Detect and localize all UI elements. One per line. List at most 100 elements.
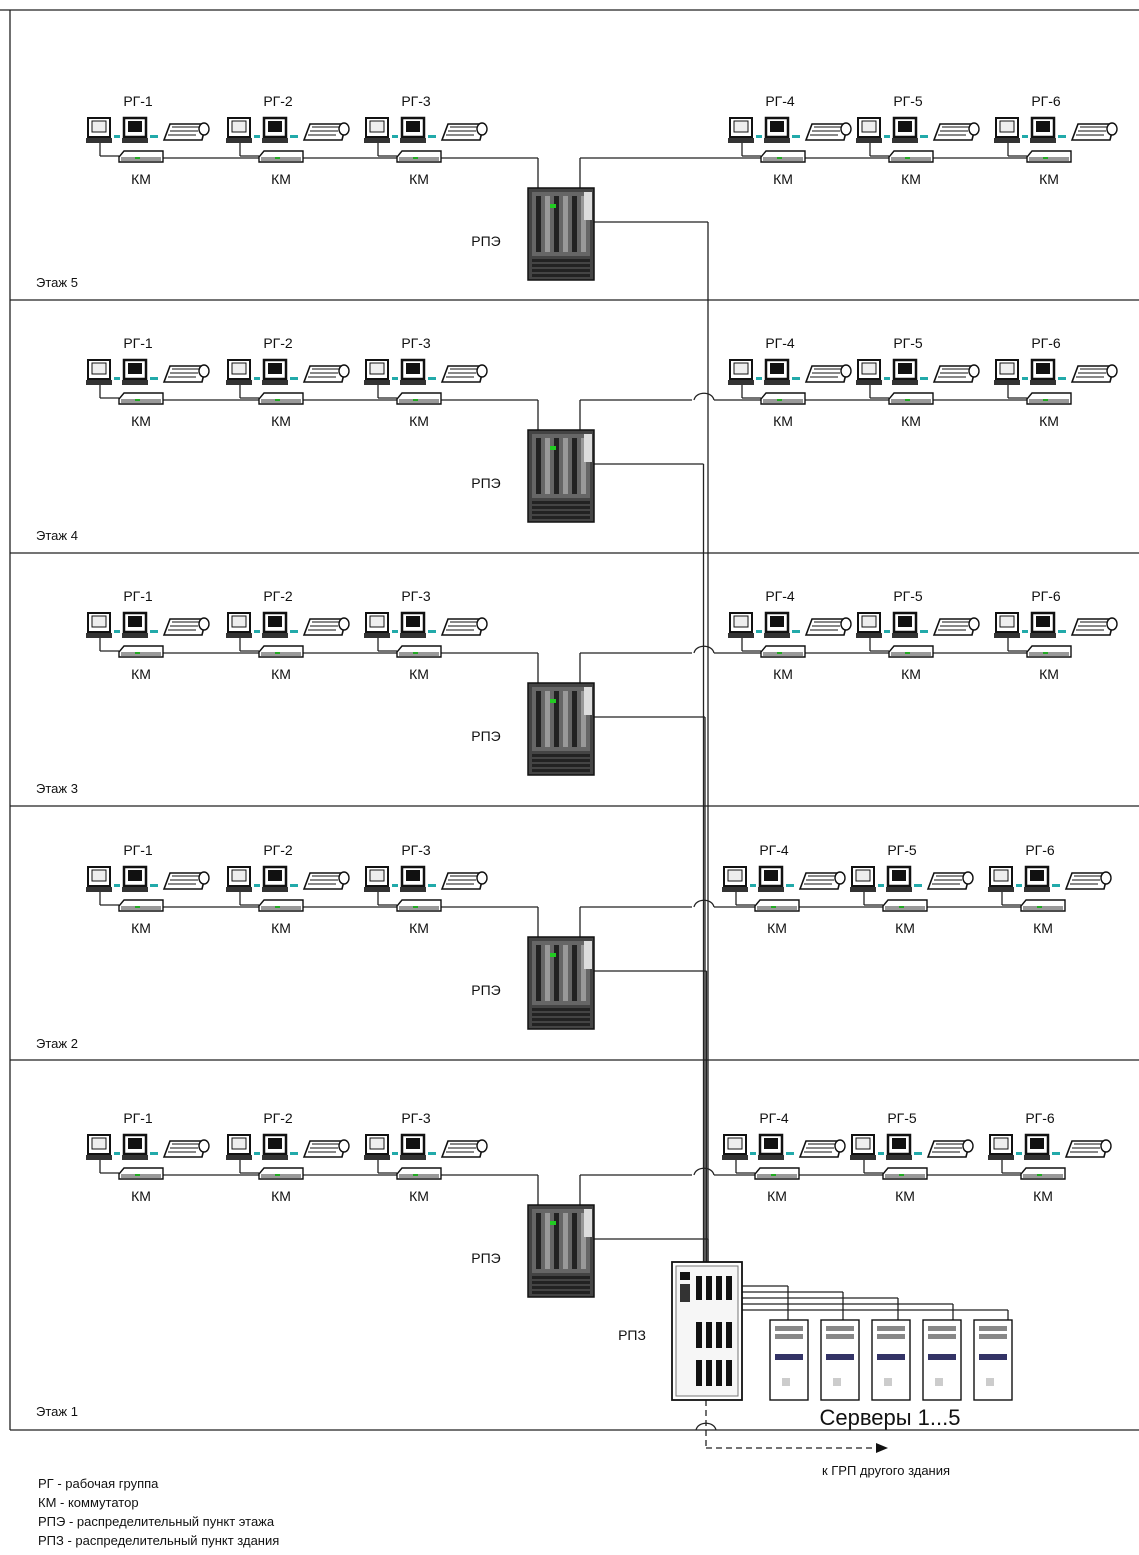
link-led	[392, 135, 398, 138]
floor-group	[86, 1133, 1112, 1298]
workgroup-label: РГ-4	[759, 842, 789, 858]
printer-lines	[446, 368, 478, 378]
printer-icon	[440, 1139, 488, 1158]
floor-group	[86, 611, 1118, 776]
printer-lines	[932, 875, 964, 885]
printer-lines	[1070, 1143, 1102, 1153]
switch-front	[1023, 1174, 1063, 1178]
pc-base	[988, 1155, 1014, 1160]
rack-card	[581, 438, 586, 494]
rack-slot	[532, 1286, 590, 1289]
building-rack-block	[706, 1322, 712, 1348]
printer-roll	[834, 871, 846, 885]
link-led	[150, 377, 158, 380]
rack-slot	[532, 506, 590, 509]
link-led	[392, 1152, 398, 1155]
rack-panel	[532, 434, 590, 498]
switch-label: КМ	[1039, 413, 1059, 429]
switch-label: КМ	[895, 1188, 915, 1204]
pc-screen	[898, 363, 912, 374]
workgroup	[86, 116, 210, 163]
switch-label: КМ	[901, 171, 921, 187]
switch-label: КМ	[767, 920, 787, 936]
server-bay	[979, 1354, 1007, 1360]
printer-roll	[1106, 364, 1118, 378]
legend-item: РГ - рабочая группа	[38, 1476, 159, 1491]
workgroup	[856, 116, 980, 163]
pc-base	[758, 1155, 784, 1160]
labels: Этаж 5РГ-1КМРГ-2КМРГ-3КМРГ-4КМРГ-5КМРГ-6…	[36, 93, 1061, 1548]
workgroup-label: РГ-5	[893, 93, 923, 109]
workgroup	[364, 1133, 488, 1180]
printer-roll	[476, 617, 488, 631]
printer-lines	[446, 875, 478, 885]
pc-screen	[231, 615, 247, 628]
rack-card	[536, 691, 541, 747]
floor-point-label: РПЭ	[471, 982, 500, 998]
printer-icon	[804, 364, 852, 383]
rack-card	[572, 438, 577, 494]
workgroup-label: РГ-5	[887, 1110, 917, 1126]
printer-lines	[446, 126, 478, 136]
link-led	[1022, 377, 1028, 380]
pc-screen	[892, 1138, 906, 1149]
switch-front	[261, 157, 301, 161]
switch-label: КМ	[131, 171, 151, 187]
printer-icon	[302, 617, 350, 636]
switch-label: КМ	[131, 1188, 151, 1204]
workgroup	[226, 611, 350, 658]
switch-front	[399, 906, 439, 910]
floor-label: Этаж 5	[36, 275, 78, 290]
switch-led	[135, 157, 140, 159]
workgroup	[988, 865, 1112, 912]
switch-led	[413, 906, 418, 908]
workgroup	[728, 611, 852, 658]
rack-card	[572, 945, 577, 1001]
rack-card	[554, 1213, 559, 1269]
server-bay	[775, 1354, 803, 1360]
building-rack-block	[716, 1360, 722, 1386]
printer-roll	[198, 122, 210, 136]
pc-base	[226, 887, 252, 892]
workgroup-label: РГ-1	[123, 588, 153, 604]
workgroup-label: РГ-1	[123, 842, 153, 858]
workgroup	[226, 358, 350, 405]
rack-card	[536, 196, 541, 252]
printer-icon	[440, 617, 488, 636]
server-bay	[979, 1334, 1007, 1339]
printer-roll	[198, 364, 210, 378]
rack-card	[572, 196, 577, 252]
building-rack-block	[706, 1276, 712, 1300]
pc-base	[994, 380, 1020, 385]
rack-panel	[532, 941, 590, 1005]
switch-led	[777, 399, 782, 401]
pc-screen	[231, 1137, 247, 1150]
servers-label: Серверы 1...5	[819, 1405, 960, 1430]
workgroup-label: РГ-3	[401, 93, 431, 109]
printer-lines	[168, 1143, 200, 1153]
workgroup-label: РГ-1	[123, 1110, 153, 1126]
printer-icon	[440, 871, 488, 890]
pc-base	[400, 633, 426, 638]
printer-lines	[1070, 875, 1102, 885]
pc-screen	[855, 869, 871, 882]
link-led	[290, 135, 298, 138]
link-led	[392, 884, 398, 887]
link-led	[254, 630, 260, 633]
pc-screen	[898, 121, 912, 132]
rack-card	[536, 1213, 541, 1269]
pc-screen	[369, 869, 385, 882]
switch-label: КМ	[271, 413, 291, 429]
link-led	[254, 377, 260, 380]
pc-screen	[727, 1137, 743, 1150]
switch-led	[275, 399, 280, 401]
wiring	[99, 143, 1037, 1453]
pc-screen	[855, 1137, 871, 1150]
pc-base	[122, 633, 148, 638]
switch-led	[1043, 652, 1048, 654]
rack-card	[536, 438, 541, 494]
pc-screen	[369, 362, 385, 375]
link-led	[290, 630, 298, 633]
pc-base	[850, 887, 876, 892]
rack-led	[550, 953, 556, 957]
